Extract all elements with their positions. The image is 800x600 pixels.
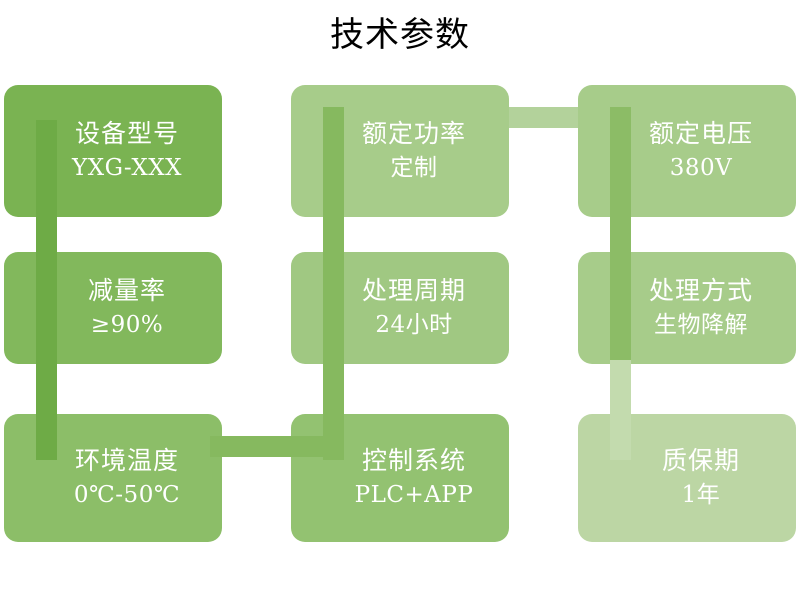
connector-col1-vertical-top — [36, 120, 57, 460]
connector-col3-vertical-lower — [610, 360, 631, 460]
connector-col2-vertical-top — [323, 107, 344, 460]
connector-col3-vertical-top — [610, 107, 631, 360]
page-title: 技术参数 — [330, 15, 470, 55]
connector-row3-horizontal — [210, 436, 336, 457]
